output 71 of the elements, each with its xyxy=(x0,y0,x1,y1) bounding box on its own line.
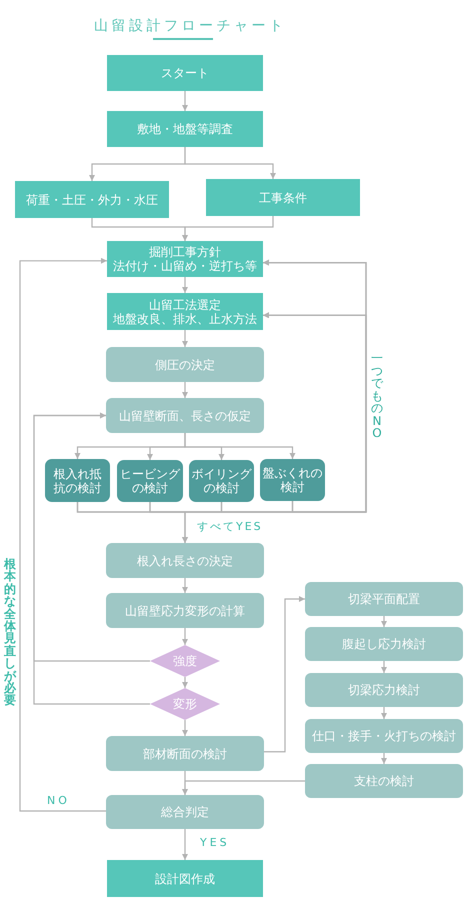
process-box xyxy=(305,764,463,798)
process-box xyxy=(107,860,263,897)
arrow xyxy=(264,596,305,752)
branch-note: すべてYES xyxy=(197,520,263,533)
arrow xyxy=(19,258,107,812)
arrow xyxy=(182,382,188,398)
process-box xyxy=(106,398,264,433)
step-label: 根入れ長さの決定 xyxy=(137,554,233,568)
process-box xyxy=(106,593,264,628)
step-label: 支柱の検討 xyxy=(354,774,414,788)
arrow xyxy=(182,720,188,736)
arrow xyxy=(182,91,188,111)
flowchart-title: 山留設計フローチャート xyxy=(94,18,286,35)
arrow xyxy=(381,616,387,627)
step-label: 仕口・接手・火打ちの検討 xyxy=(312,729,456,743)
arrow xyxy=(182,277,188,293)
process-box xyxy=(260,459,325,501)
arrow xyxy=(182,578,188,593)
process-box xyxy=(106,795,264,829)
arrow xyxy=(184,433,296,459)
arrow xyxy=(182,216,274,241)
process-box xyxy=(106,543,264,578)
step-label: 山留壁応力変形の計算 xyxy=(125,604,245,618)
step-label: 総合判定 xyxy=(161,805,209,819)
step-label: 荷重・土圧・外力・水圧 xyxy=(26,192,158,206)
step-label: 設計図作成 xyxy=(155,872,215,886)
step-label: 腹起し応力検討 xyxy=(342,637,426,651)
arrow xyxy=(182,330,188,347)
process-box xyxy=(305,582,463,616)
process-box xyxy=(107,241,263,277)
arrow xyxy=(182,829,188,860)
process-box xyxy=(15,181,169,218)
decision-label: 変形 xyxy=(173,697,197,711)
process-box xyxy=(107,55,263,91)
process-box xyxy=(305,627,463,661)
process-box xyxy=(206,179,360,216)
process-box xyxy=(107,111,263,147)
step-detail: 地盤改良、排水、止水方法 xyxy=(113,312,257,326)
step-label: 切梁応力検討 xyxy=(348,683,420,697)
step-label: スタート xyxy=(161,66,209,80)
step-label: 掘削工事方針 xyxy=(149,245,221,259)
arrow xyxy=(381,707,387,719)
arrow xyxy=(381,661,387,673)
arrow xyxy=(263,312,367,513)
process-box xyxy=(45,459,110,502)
process-box xyxy=(106,736,264,771)
step-label: 盤ぶくれの検討 xyxy=(262,466,324,494)
process-box xyxy=(305,673,463,707)
arrow xyxy=(182,771,188,795)
arrow xyxy=(381,753,387,764)
step-label: 山留工法選定 xyxy=(149,298,221,312)
step-detail: 法付け・山留め・逆打ち等 xyxy=(113,259,257,273)
decision-label: 強度 xyxy=(173,654,197,668)
process-box xyxy=(189,460,254,502)
step-label: 工事条件 xyxy=(259,190,307,204)
step-label: 敷地・地盤等調査 xyxy=(137,122,233,136)
arrow xyxy=(182,628,188,645)
step-label: 切梁平面配置 xyxy=(348,592,420,606)
step-label: ボイリングの検討 xyxy=(190,467,253,495)
step-label: 側圧の決定 xyxy=(155,358,215,372)
step-label: 山留壁断面、長さの仮定 xyxy=(119,408,251,422)
process-box xyxy=(117,460,183,502)
process-box xyxy=(106,347,264,382)
process-box xyxy=(305,719,463,753)
step-label: ヒービングの検討 xyxy=(119,467,182,495)
arrow xyxy=(184,147,276,179)
vertical-note: 根本的な全体見直しが必要 xyxy=(4,558,16,707)
step-label: 部材断面の検討 xyxy=(143,746,227,760)
arrow xyxy=(182,677,188,688)
step-label: 根入れ抵抗の検討 xyxy=(52,466,102,494)
process-box xyxy=(107,293,263,330)
